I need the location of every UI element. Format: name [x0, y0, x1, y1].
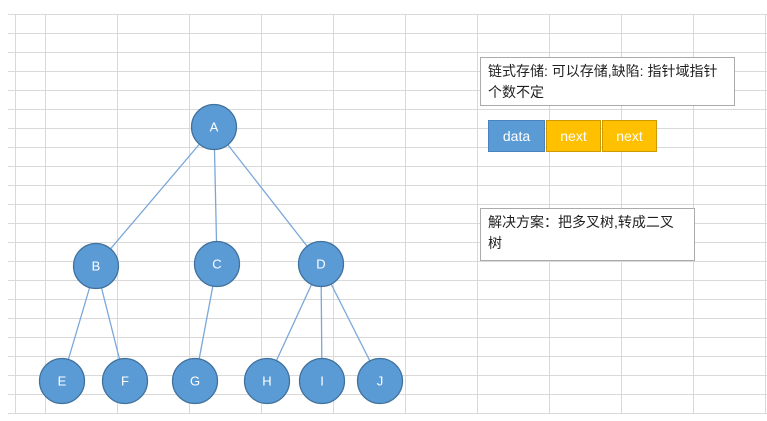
tree-node-a[interactable]: A [190, 103, 238, 151]
tree-node-label: F [121, 374, 129, 389]
tree-node-label: E [58, 374, 67, 389]
tree-node-circle[interactable] [171, 357, 219, 405]
tree-node-label: B [92, 259, 101, 274]
tree-edge-a-d[interactable] [213, 126, 322, 265]
tree-node-circle[interactable] [243, 357, 291, 405]
tree-node-j[interactable]: J [356, 357, 404, 405]
tree-edge-a-b[interactable] [95, 126, 215, 267]
tree-node-circle[interactable] [38, 357, 86, 405]
tree-node-circle[interactable] [190, 103, 238, 151]
tree-node-b[interactable]: B [72, 242, 120, 290]
tree-node-h[interactable]: H [243, 357, 291, 405]
tree-node-e[interactable]: E [38, 357, 86, 405]
tree-node-circle[interactable] [193, 240, 241, 288]
tree-node-label: G [190, 374, 200, 389]
table-cell-next[interactable]: next [546, 120, 601, 152]
note-chain-storage[interactable]: 链式存储: 可以存储,缺陷: 指针域指针个数不定 [480, 57, 735, 106]
tree-node-d[interactable]: D [297, 240, 345, 288]
tree-node-label: I [320, 374, 324, 389]
table-cell-next[interactable]: next [602, 120, 657, 152]
tree-node-g[interactable]: G [171, 357, 219, 405]
tree-node-c[interactable]: C [193, 240, 241, 288]
tree-node-circle[interactable] [297, 240, 345, 288]
tree-node-circle[interactable] [356, 357, 404, 405]
tree-node-i[interactable]: I [298, 357, 346, 405]
tree-node-label: D [316, 257, 325, 272]
tree-node-label: H [262, 374, 271, 389]
tree-node-circle[interactable] [298, 357, 346, 405]
tree-node-circle[interactable] [101, 357, 149, 405]
tree-node-label: C [212, 257, 221, 272]
tree-node-label: J [377, 374, 384, 389]
tree-node-f[interactable]: F [101, 357, 149, 405]
tree-node-label: A [210, 120, 219, 135]
table-cell-data[interactable]: data [488, 120, 545, 152]
tree-node-circle[interactable] [72, 242, 120, 290]
note-solution[interactable]: 解决方案：把多叉树,转成二叉树 [480, 208, 695, 261]
